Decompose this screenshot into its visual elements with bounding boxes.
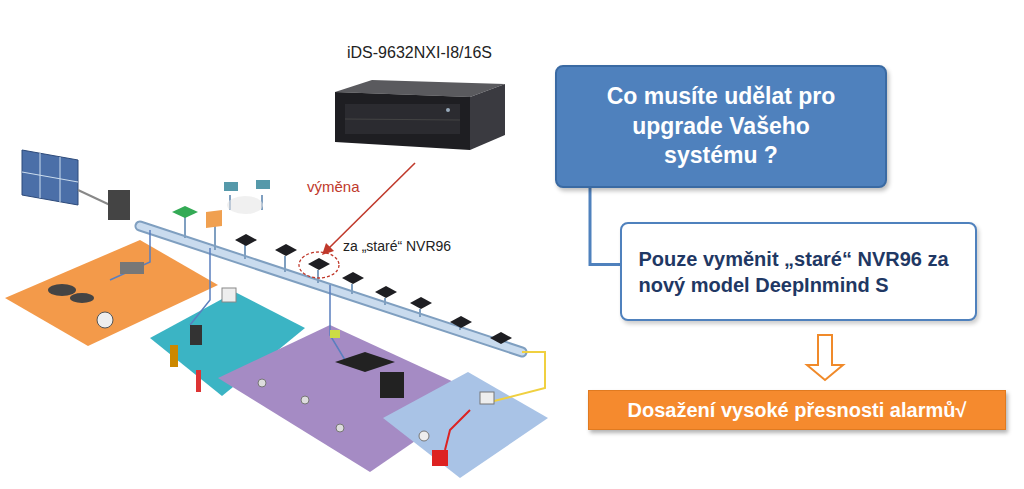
hollow-arrow — [807, 335, 843, 380]
node-text: Co musíte udělat pro upgrade Vašeho syst… — [596, 82, 846, 172]
connector-line — [590, 188, 620, 265]
question-box: Co musíte udělat pro upgrade Vašeho syst… — [555, 65, 887, 188]
result-box: Dosažení vysoké přesnosti alarmů√ — [588, 390, 1006, 430]
hollow-arrow-shape — [807, 335, 843, 380]
node-text: Dosažení vysoké přesnosti alarmů√ — [628, 397, 967, 423]
old-nvr-label: za „staré“ NVR96 — [341, 238, 453, 254]
answer-box: Pouze vyměnit „staré“ NVR96 za nový mode… — [620, 222, 977, 321]
model-label: iDS-9632NXI-I8/16S — [345, 44, 494, 62]
nvr-picture — [335, 80, 505, 150]
zone-lightblue — [383, 372, 548, 478]
video-wall — [22, 150, 130, 220]
exchange-label: výměna — [305, 178, 362, 195]
node-text: Pouze vyměnit „staré“ NVR96 za nový mode… — [639, 246, 959, 298]
pipe-devices — [172, 180, 512, 344]
elbow-connector — [590, 188, 620, 265]
